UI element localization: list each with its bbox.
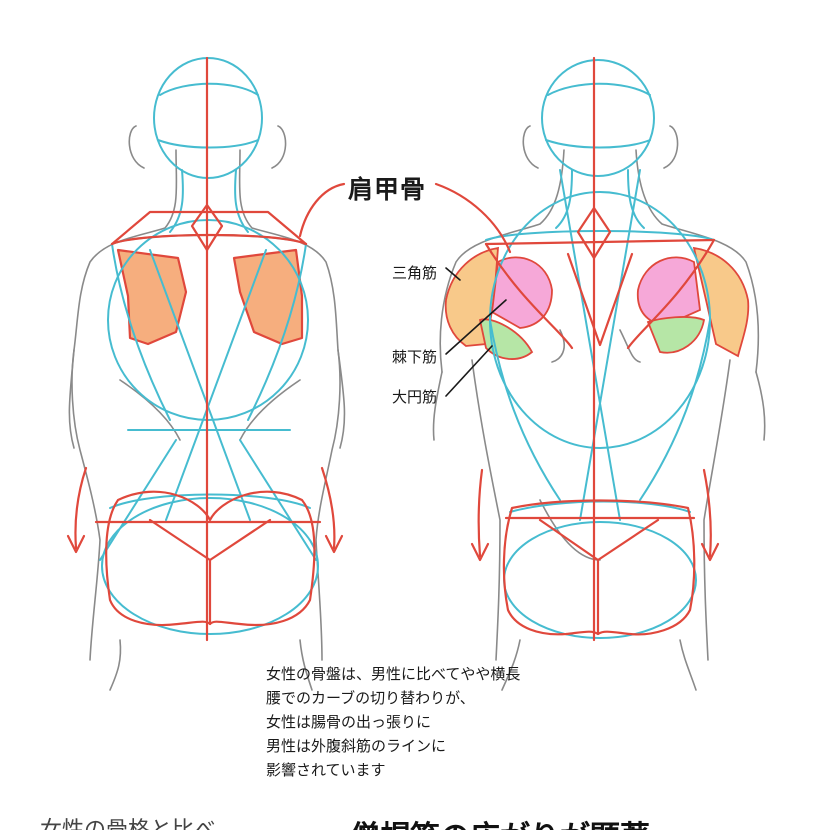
- female-back-figure: [66, 56, 346, 691]
- male-right-teres-major: [646, 316, 706, 354]
- caption-line: 男性は外腹斜筋のラインに: [266, 737, 447, 755]
- female-sketch-outline: [68, 125, 346, 691]
- deltoid-label: 三角筋: [392, 264, 438, 282]
- caption-text: 女性の骨盤は、男性に比べてやや横長 腰でのカーブの切り替わりが、 女性は腸骨の出…: [266, 662, 596, 782]
- male-right-deltoid: [692, 246, 750, 358]
- infraspinatus-leader: [445, 299, 507, 355]
- scapula-label: 肩甲骨: [348, 175, 427, 204]
- cutoff-heading: 女性の骨格と比べ 僧帽筋の広がりが顕著: [0, 806, 830, 830]
- teres-major-leader: [445, 345, 493, 397]
- teres-major-label: 大円筋: [392, 388, 438, 406]
- scapula-leader-left: [298, 182, 346, 238]
- male-red-construction: [470, 56, 720, 642]
- male-right-infraspinatus: [636, 256, 701, 327]
- female-left-scapula: [116, 248, 188, 346]
- deltoid-leader: [445, 267, 461, 281]
- callout-leaders: [298, 182, 512, 397]
- cutoff-heading-right: 僧帽筋の広がりが顕著: [350, 812, 650, 830]
- cutoff-heading-left: 女性の骨格と比べ: [40, 812, 216, 830]
- male-cyan-construction: [485, 59, 715, 639]
- caption-line: 女性は腸骨の出っ張りに: [266, 713, 432, 731]
- caption-line: 腰でのカーブの切り替わりが、: [266, 689, 475, 707]
- caption-line: 影響されています: [266, 761, 386, 779]
- male-back-figure: [432, 56, 766, 691]
- caption-line: 女性の骨盤は、男性に比べてやや横長: [266, 665, 521, 683]
- female-red-construction: [66, 56, 344, 642]
- female-right-scapula: [232, 248, 304, 346]
- infraspinatus-label: 棘下筋: [392, 348, 438, 366]
- scapula-leader-right: [434, 182, 512, 254]
